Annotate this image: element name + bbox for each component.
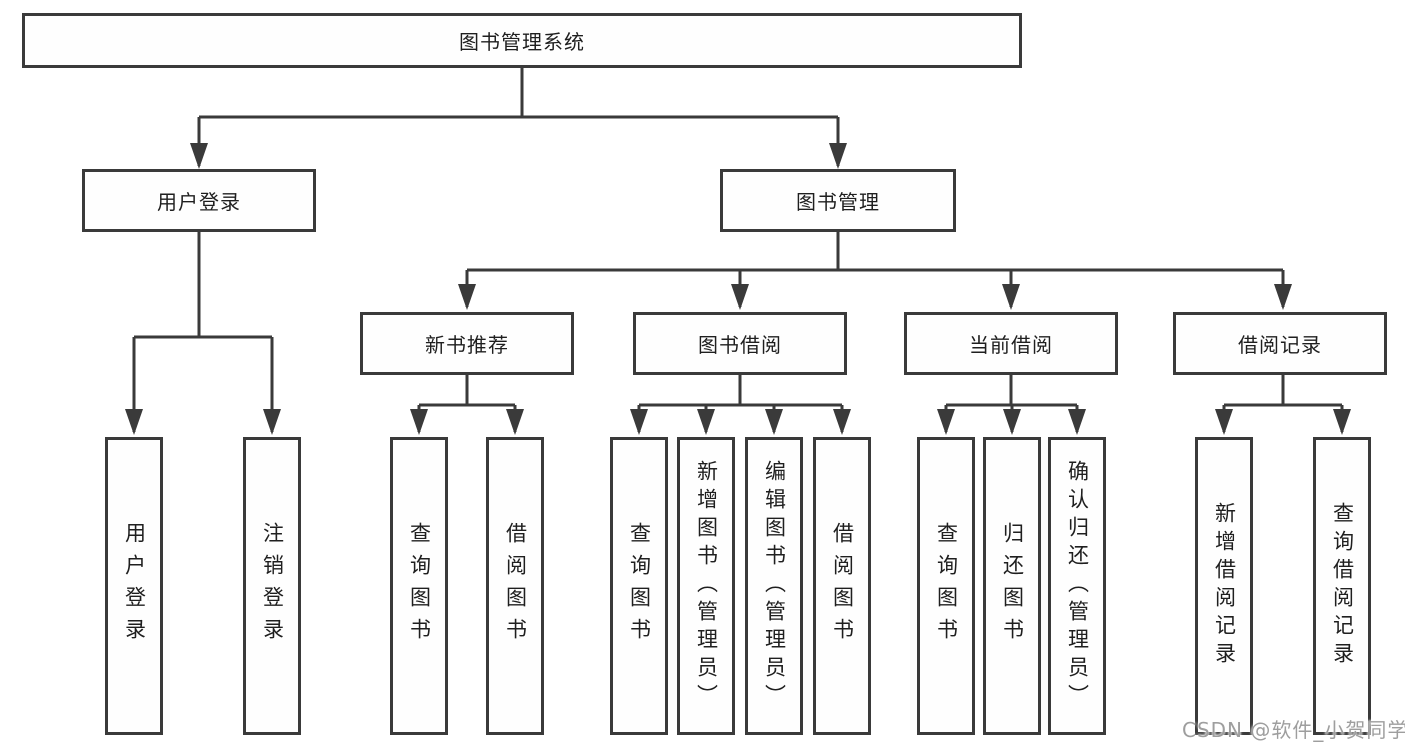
leaf-confirm-return-admin: 确认归还（管理员） [1048, 437, 1106, 735]
leaf-edit-books-admin-label: 编辑图书（管理员） [762, 460, 787, 712]
leaf-edit-books-admin: 编辑图书（管理员） [745, 437, 803, 735]
leaf-add-books-admin: 新增图书（管理员） [677, 437, 735, 735]
leaf-borrow-books-2: 借阅图书 [813, 437, 871, 735]
leaf-return-books-label: 归还图书 [1000, 522, 1025, 650]
leaf-query-books-2-label: 查询图书 [627, 522, 652, 650]
leaf-borrow-books-2-label: 借阅图书 [830, 522, 855, 650]
leaf-user-login-label: 用户登录 [122, 522, 147, 650]
leaf-query-books-1: 查询图书 [390, 437, 448, 735]
node-user-login-label: 用户登录 [157, 190, 241, 214]
leaf-add-borrow-record-label: 新增借阅记录 [1212, 502, 1237, 670]
node-book-borrow-label: 图书借阅 [698, 333, 782, 357]
leaf-query-books-3-label: 查询图书 [934, 522, 959, 650]
leaf-add-books-admin-label: 新增图书（管理员） [694, 460, 719, 712]
node-library-system-label: 图书管理系统 [459, 30, 585, 54]
node-current-borrow-label: 当前借阅 [969, 333, 1053, 357]
leaf-query-books-1-label: 查询图书 [407, 522, 432, 650]
leaf-borrow-books-1-label: 借阅图书 [503, 522, 528, 650]
node-borrow-records-label: 借阅记录 [1238, 333, 1322, 357]
leaf-add-borrow-record: 新增借阅记录 [1195, 437, 1253, 735]
leaf-query-books-3: 查询图书 [917, 437, 975, 735]
node-new-book-recommend: 新书推荐 [360, 312, 574, 375]
leaf-logout: 注销登录 [243, 437, 301, 735]
node-user-login: 用户登录 [82, 169, 316, 232]
leaf-confirm-return-admin-label: 确认归还（管理员） [1065, 460, 1090, 712]
leaf-query-borrow-record-label: 查询借阅记录 [1330, 502, 1355, 670]
node-library-system: 图书管理系统 [22, 13, 1022, 68]
leaf-logout-label: 注销登录 [260, 522, 285, 650]
leaf-return-books: 归还图书 [983, 437, 1041, 735]
leaf-query-borrow-record: 查询借阅记录 [1313, 437, 1371, 735]
node-book-management-label: 图书管理 [796, 190, 880, 214]
node-book-borrow: 图书借阅 [633, 312, 847, 375]
leaf-borrow-books-1: 借阅图书 [486, 437, 544, 735]
node-book-management: 图书管理 [720, 169, 956, 232]
node-new-book-recommend-label: 新书推荐 [425, 333, 509, 357]
leaf-query-books-2: 查询图书 [610, 437, 668, 735]
node-borrow-records: 借阅记录 [1173, 312, 1387, 375]
node-current-borrow: 当前借阅 [904, 312, 1118, 375]
watermark: CSDN @软件_小贺同学 [1182, 718, 1405, 742]
leaf-user-login: 用户登录 [105, 437, 163, 735]
